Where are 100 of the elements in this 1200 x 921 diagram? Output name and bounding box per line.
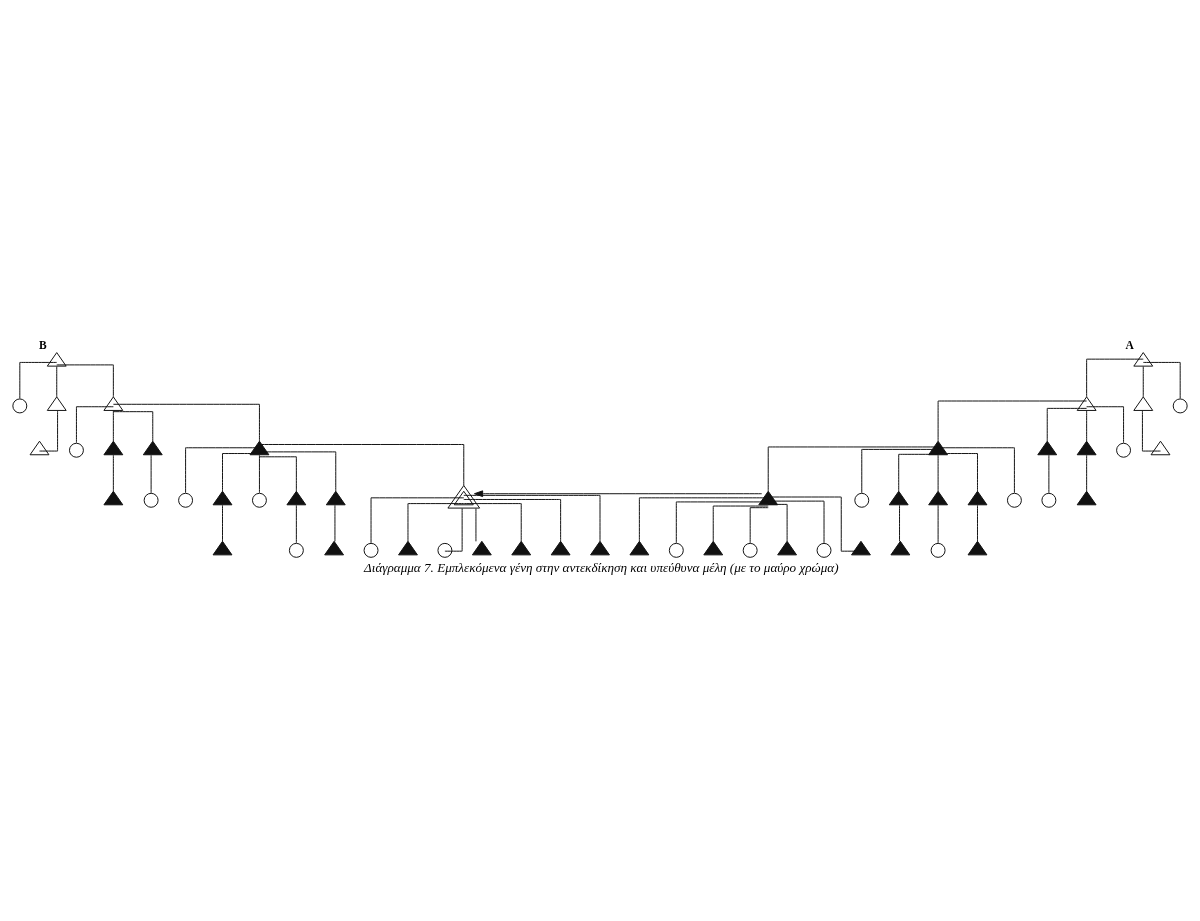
- node-triangle: [967, 540, 988, 556]
- connector: [258, 451, 337, 492]
- node-triangle: [103, 440, 124, 456]
- connector: [56, 366, 58, 398]
- node-triangle: [103, 490, 124, 506]
- node-triangle: [46, 396, 67, 411]
- connector: [749, 507, 769, 544]
- node-triangle: [851, 540, 871, 556]
- connector: [937, 447, 1015, 494]
- node-triangle: [1076, 396, 1097, 411]
- node-triangle: [1037, 440, 1058, 456]
- node-triangle: [890, 540, 911, 556]
- node-triangle: [212, 540, 233, 556]
- node-triangle: [1076, 440, 1097, 456]
- connector: [1086, 358, 1144, 398]
- connector: [767, 446, 939, 492]
- node-triangle: [758, 490, 779, 506]
- connector: [112, 403, 260, 442]
- node-circle: [252, 492, 267, 508]
- connector: [258, 454, 260, 494]
- connector: [861, 448, 939, 494]
- node-triangle: [928, 440, 948, 456]
- connector: [675, 501, 769, 544]
- node-triangle: [46, 352, 67, 367]
- connector: [1086, 406, 1125, 444]
- connector: [258, 444, 465, 486]
- connector: [463, 494, 601, 542]
- node-triangle: [249, 440, 270, 456]
- connector: [112, 410, 114, 442]
- connector: [150, 454, 152, 494]
- connector: [1086, 410, 1088, 442]
- connector: [937, 453, 978, 492]
- connector: [898, 453, 939, 492]
- connector: [899, 504, 900, 542]
- node-circle: [816, 542, 832, 558]
- node-circle: [1041, 492, 1057, 508]
- connector: [1048, 454, 1050, 494]
- node-circle: [143, 492, 159, 508]
- node-triangle: [511, 540, 532, 556]
- connector: [937, 454, 939, 492]
- node-triangle: [1133, 352, 1154, 367]
- node-circle: [69, 442, 84, 458]
- connector: [767, 500, 825, 544]
- node-circle: [854, 492, 870, 508]
- connector: [334, 504, 336, 542]
- connector: [977, 504, 978, 542]
- node-triangle: [888, 490, 909, 506]
- node-triangle: [398, 540, 418, 556]
- node-triangle: [325, 490, 346, 506]
- node-circle: [930, 542, 946, 558]
- connector: [258, 456, 297, 492]
- node-triangle: [967, 490, 988, 506]
- connector: [475, 508, 477, 542]
- node-triangle: [324, 540, 345, 556]
- node-label: B: [39, 338, 47, 351]
- connector: [937, 400, 1088, 442]
- connector: [767, 503, 788, 542]
- node-circle: [1172, 398, 1188, 414]
- connector: [56, 364, 114, 398]
- node-triangle: [1150, 440, 1171, 456]
- connector: [638, 497, 769, 542]
- node-triangle: [550, 540, 571, 556]
- connector: [463, 499, 562, 542]
- connector: [19, 361, 58, 400]
- node-triangle: [286, 490, 307, 506]
- node-circle: [437, 542, 453, 558]
- node-triangle: [629, 540, 650, 556]
- connector: [112, 454, 114, 492]
- connector: [370, 497, 465, 544]
- node-triangle: [703, 540, 724, 556]
- arrow: [473, 490, 763, 498]
- node-triangle: [471, 540, 492, 556]
- node-triangle: [29, 440, 50, 456]
- connector: [1142, 361, 1181, 400]
- connector: [407, 503, 465, 542]
- connector: [937, 504, 939, 544]
- node-triangle: [103, 396, 124, 411]
- caption: Διάγραμμα 7. Εμπλεκόμενα γένη στην αντεκδίκηση και υπεύθυνα μέλη (με το μαύρο χρώμα): [364, 560, 839, 576]
- node-label: A: [1125, 338, 1134, 351]
- node-triangle: [590, 540, 610, 556]
- node-circle: [668, 542, 684, 558]
- connector: [1046, 407, 1088, 442]
- connector: [712, 505, 769, 542]
- connector: [222, 453, 260, 492]
- node-triangle: [928, 490, 948, 506]
- connector: [1086, 454, 1088, 492]
- node-triangle: [212, 490, 233, 506]
- node-circle: [288, 542, 304, 558]
- connector: [222, 504, 223, 542]
- node-triangle: [777, 540, 798, 556]
- node-triangle: [142, 440, 163, 456]
- connector: [112, 411, 154, 442]
- node-circle: [742, 542, 758, 558]
- node-circle: [1006, 492, 1022, 508]
- connector: [75, 406, 114, 444]
- node-circle: [12, 398, 28, 414]
- connector: [185, 447, 260, 494]
- node-circle: [363, 542, 379, 558]
- node-circle: [178, 492, 194, 508]
- node-circle: [1116, 442, 1131, 458]
